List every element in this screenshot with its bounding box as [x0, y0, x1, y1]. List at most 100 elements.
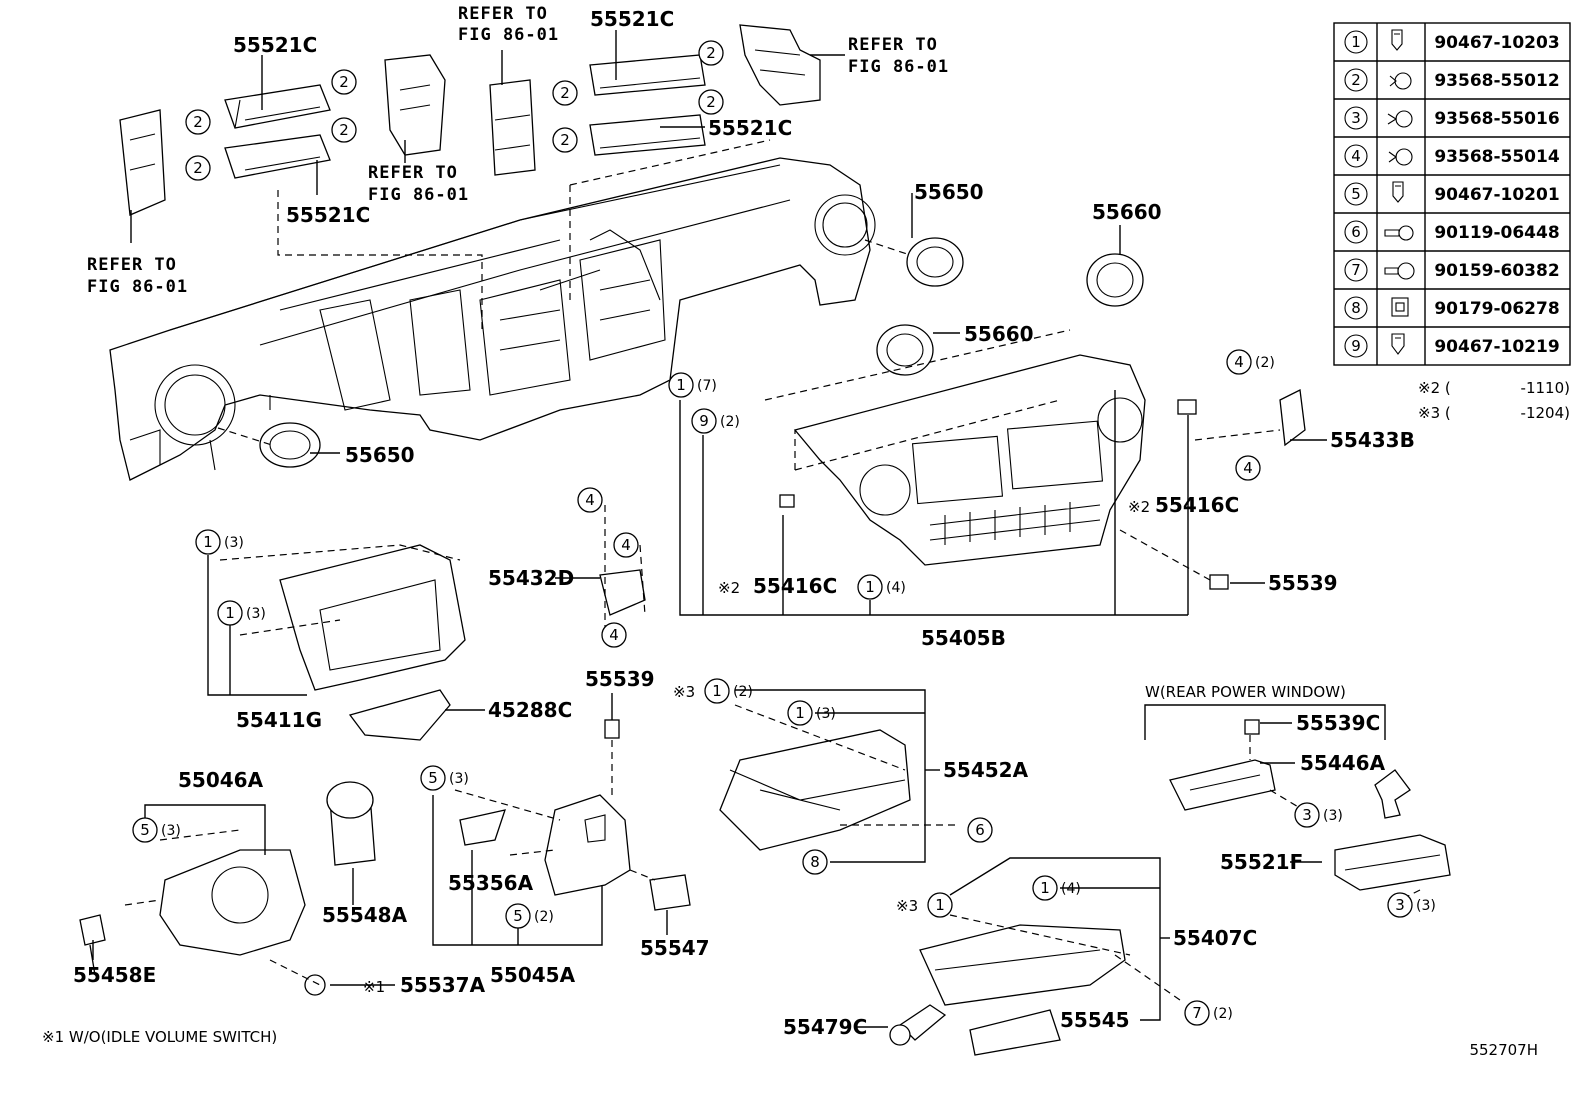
callout-1: 1: [704, 678, 730, 704]
part-label: 55521F: [1220, 850, 1303, 874]
svg-text:(3): (3): [1416, 898, 1436, 914]
svg-text:REFER TO: REFER TO: [848, 35, 938, 55]
variant-label: W(REAR POWER WINDOW): [1145, 683, 1346, 701]
svg-text:3: 3: [1302, 806, 1312, 824]
callout-2: 2: [698, 40, 724, 66]
part-label: 55537A: [400, 973, 486, 997]
screw-icon: [1389, 72, 1412, 90]
callout-2: 2: [552, 127, 578, 153]
svg-text:※3: ※3: [673, 683, 695, 701]
part-label: 55479C: [783, 1015, 867, 1039]
part-label: 55660: [1092, 200, 1162, 224]
svg-text:(3): (3): [1323, 808, 1343, 824]
dashboard-frame-drawing: [109, 157, 876, 481]
callout-2: 2: [185, 109, 211, 135]
svg-text:2: 2: [193, 159, 203, 177]
svg-text:FIG 86-01: FIG 86-01: [87, 277, 188, 297]
part-label: 55405B: [921, 626, 1006, 650]
svg-text:(3): (3): [224, 535, 244, 551]
leader-lines: [92, 30, 1386, 1028]
svg-text:2: 2: [339, 121, 349, 139]
part-label: 55548A: [322, 903, 408, 927]
callout-4: 4: [601, 622, 627, 648]
part-label: 55433B: [1330, 428, 1415, 452]
svg-text:REFER TO: REFER TO: [368, 163, 458, 183]
clip-icon: [1391, 29, 1403, 51]
part-label: 55539C: [1296, 711, 1380, 735]
table-row: 7 90159-60382: [1344, 258, 1560, 282]
callout-1: 1: [1032, 875, 1058, 901]
part-label: 55416C: [753, 574, 837, 598]
callout-9: 9: [691, 408, 717, 434]
callout-1: 1: [217, 600, 243, 626]
callout-5: 5: [505, 903, 531, 929]
callout-3: 3: [1294, 802, 1320, 828]
part-label: 55356A: [448, 871, 534, 895]
svg-text:※2: ※2: [718, 579, 740, 597]
svg-text:※3: ※3: [896, 897, 918, 915]
callout-8: 8: [802, 849, 828, 875]
svg-text:(4): (4): [1061, 881, 1081, 897]
svg-text:1: 1: [935, 896, 945, 914]
table-row: 1 90467-10203: [1344, 29, 1560, 54]
callout-1: 1: [927, 892, 953, 918]
svg-text:5: 5: [428, 769, 438, 787]
svg-text:1: 1: [1040, 879, 1050, 897]
table-row: 6 90119-06448: [1344, 220, 1560, 244]
callout-4: 4: [577, 487, 603, 513]
part-number-labels: 55521C 55521C 55521C 55521C 55650 55650 …: [73, 7, 1415, 1039]
part-label: 55660: [964, 322, 1034, 346]
svg-text:4: 4: [1234, 353, 1244, 371]
svg-text:4: 4: [1243, 459, 1253, 477]
svg-text:(3): (3): [161, 823, 181, 839]
svg-text:4: 4: [585, 491, 595, 509]
svg-text:REFER TO: REFER TO: [87, 255, 177, 275]
quantity-labels: (7) (2) (2) (4) (3) (3) (3) (3) (2) (2) …: [161, 355, 1436, 1022]
svg-text:2: 2: [706, 44, 716, 62]
svg-text:1: 1: [795, 704, 805, 722]
part-label: 55446A: [1300, 751, 1386, 775]
callout-2: 2: [698, 89, 724, 115]
footnote: ※1 W/O(IDLE VOLUME SWITCH): [42, 1028, 277, 1046]
callout-4: 4: [1235, 455, 1261, 481]
table-part-number: 90467-10203: [1434, 33, 1559, 53]
part-label: 45288C: [488, 698, 572, 722]
svg-text:2: 2: [339, 73, 349, 91]
table-part-number: 93568-55012: [1434, 71, 1559, 91]
callout-circles: 2 2 2 2 2 2 2 2 1 9 4 4 4 4 4 1 1 1 5 5 …: [132, 40, 1413, 1026]
refer-to-labels: REFER TO FIG 86-01 REFER TO FIG 86-01 RE…: [87, 4, 949, 297]
table-part-number: 93568-55016: [1434, 109, 1559, 129]
svg-text:9: 9: [699, 412, 709, 430]
part-label: 55432D: [488, 566, 574, 590]
svg-text:FIG 86-01: FIG 86-01: [368, 185, 469, 205]
svg-text:(2): (2): [1213, 1006, 1233, 1022]
table-row: 9 90467-10219: [1344, 333, 1560, 358]
svg-text:1: 1: [712, 682, 722, 700]
svg-text:5: 5: [513, 907, 523, 925]
table-part-number: 93568-55014: [1434, 147, 1560, 167]
svg-text:4: 4: [621, 536, 631, 554]
svg-text:1: 1: [203, 533, 213, 551]
svg-text:1: 1: [225, 604, 235, 622]
table-part-number: 90467-10201: [1434, 185, 1559, 205]
table-row-number: 6: [1351, 223, 1361, 241]
table-row-number: 2: [1351, 71, 1361, 89]
part-label: 55045A: [490, 963, 576, 987]
bolt-icon: [1384, 225, 1414, 241]
table-row: 5 90467-10201: [1344, 181, 1560, 206]
callout-1: 1: [787, 700, 813, 726]
table-part-number: 90179-06278: [1434, 299, 1559, 319]
callout-2: 2: [552, 80, 578, 106]
svg-text:FIG 86-01: FIG 86-01: [848, 57, 949, 77]
callout-3: 3: [1387, 892, 1413, 918]
table-part-number: 90159-60382: [1434, 261, 1559, 281]
part-label: 55521C: [590, 7, 674, 31]
table-row: 8 90179-06278: [1344, 296, 1560, 320]
table-note-range: -1204): [1521, 404, 1570, 422]
svg-text:※2: ※2: [1128, 498, 1150, 516]
svg-text:2: 2: [560, 131, 570, 149]
table-row-number: 3: [1351, 109, 1361, 127]
svg-text:(3): (3): [449, 771, 469, 787]
callout-1: 1: [668, 372, 694, 398]
